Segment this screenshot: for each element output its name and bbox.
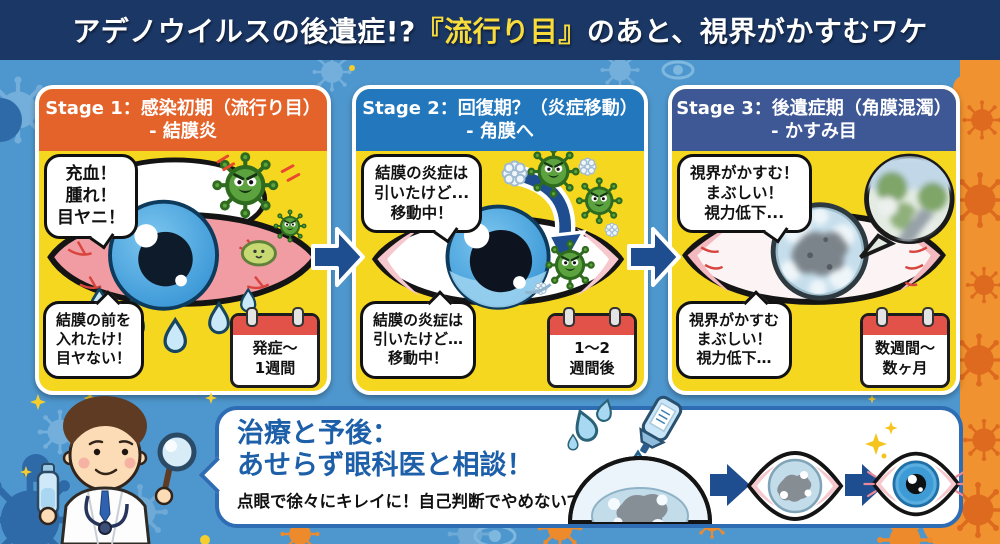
stage3-header: Stage 3：後遺症期（角膜混濁） - かすみ目	[672, 89, 956, 151]
doctor-illustration	[20, 392, 217, 544]
eye-illustration-stage2	[371, 151, 625, 310]
stage2-panel: Stage 2：回復期？（炎症移動） - 角膜へ	[352, 85, 648, 395]
stage1-duration: 発症〜 1週間	[252, 339, 298, 377]
stage1-bubble-top: 充血！ 腫れ！ 目ヤニ！	[44, 154, 138, 240]
eye-illustration-stage3	[682, 153, 955, 305]
calendar-ring-icon	[922, 307, 934, 327]
stage2-bubble-top: 結膜の炎症は 引いたけど... 移動中！	[361, 154, 483, 234]
stage2-header-line2: - 角膜へ	[466, 121, 534, 142]
calendar-icon: 1〜2 週間後	[547, 307, 637, 388]
stage1-header: Stage 1：感染初期（流行り目） - 結膜炎	[39, 89, 327, 151]
stage2-header: Stage 2：回復期？（炎症移動） - 角膜へ	[356, 89, 644, 151]
calendar-icon: 数週間〜 数ヶ月	[860, 307, 950, 388]
treatment-illustration	[567, 395, 963, 524]
stage1-header-line2: - 結膜炎	[149, 121, 217, 142]
calendar-ring-icon	[563, 307, 575, 327]
virus-icon	[214, 154, 277, 217]
healing-eye-cloudy	[746, 450, 844, 522]
blurred-vision-bubble	[859, 153, 955, 259]
splash-drops	[567, 397, 616, 451]
stage3-body: 視界がかすむ！ まぶしい！ 視力低下... 視界がかすむ まぶしい！ 視力低下……	[672, 151, 956, 391]
inflammation-arrow	[509, 165, 587, 271]
eye-drop-bottle-icon	[36, 463, 60, 526]
virus-blob-icon	[240, 240, 277, 267]
treatment-heading-line2: あせらず眼科医と相談！	[237, 450, 534, 482]
red-vessels	[700, 246, 928, 287]
motion-line	[525, 283, 552, 294]
arrow-right-icon	[311, 227, 365, 287]
stage3-duration: 数週間〜 数ヶ月	[874, 339, 935, 377]
healed-eye-clear	[863, 451, 963, 517]
stage2-bubble-bottom: 結膜の炎症は 引いたけど… 移動中！	[360, 301, 477, 379]
stage3-panel: Stage 3：後遺症期（角膜混濁） - かすみ目	[668, 85, 960, 395]
treatment-note: 点眼で徐々にキレイに！自己判断でやめないでね。	[237, 491, 617, 511]
stage1-bubble-bottom: 結膜の前を 入れたけ！ 目ヤない！	[43, 301, 145, 379]
calendar-icon: 発症〜 1週間	[230, 307, 320, 388]
stage1-header-line1: Stage 1：感染初期（流行り目）	[45, 97, 321, 119]
stage2-duration: 1〜2 週間後	[569, 339, 615, 377]
title-bar: アデノウイルスの後遺症!?『流行り目』のあと、視界がかすむワケ	[0, 0, 1000, 60]
stethoscope-icon	[84, 495, 129, 535]
virus-icon	[544, 239, 596, 291]
arrow-right-icon	[710, 464, 750, 506]
magnifier-icon	[154, 432, 197, 506]
doctor-face	[88, 440, 134, 476]
sparkle-icon	[865, 421, 898, 459]
stage3-bubble-top: 視界がかすむ！ まぶしい！ 視力低下...	[677, 154, 812, 234]
stage3-header-line2: - かすみ目	[771, 121, 857, 142]
stage1-body: 充血！ 腫れ！ 目ヤニ！ 結膜の前を 入れたけ！ 目ヤない！ 発症〜 1週間	[39, 151, 327, 391]
title-highlight: 『流行り目』	[415, 15, 587, 48]
treatment-heading-line1: 治療と予後：	[237, 418, 399, 449]
virus-icon	[273, 209, 307, 243]
treatment-text: 治療と予後： あせらず眼科医と相談！ 点眼で徐々にキレイに！自己判断でやめないで…	[237, 418, 616, 512]
calendar-ring-icon	[609, 307, 621, 327]
stage3-bubble-bottom: 視界がかすむ まぶしい！ 視力低下…	[676, 301, 793, 379]
stage1-panel: Stage 1：感染初期（流行り目） - 結膜炎	[35, 85, 331, 395]
stage2-header-line1: Stage 2：回復期？（炎症移動）	[362, 97, 638, 119]
calendar-ring-icon	[292, 307, 304, 327]
virus-icon	[575, 176, 624, 225]
cornea-dome	[567, 456, 713, 524]
calendar-ring-icon	[876, 307, 888, 327]
arrow-right-icon	[627, 227, 681, 287]
stage3-header-line1: Stage 3：後遺症期（角膜混濁）	[676, 97, 952, 119]
stage2-body: 結膜の炎症は 引いたけど... 移動中！ 結膜の炎症は 引いたけど… 移動中！ …	[356, 151, 644, 391]
title-post: のあと、視界がかすむワケ	[586, 15, 928, 48]
irritation-marks	[216, 154, 301, 182]
eye-drop-bottle-icon	[639, 395, 683, 454]
title-pre: アデノウイルスの後遺症!?	[72, 15, 416, 48]
page-title: アデノウイルスの後遺症!?『流行り目』のあと、視界がかすむワケ	[72, 10, 927, 50]
calendar-ring-icon	[246, 307, 258, 327]
